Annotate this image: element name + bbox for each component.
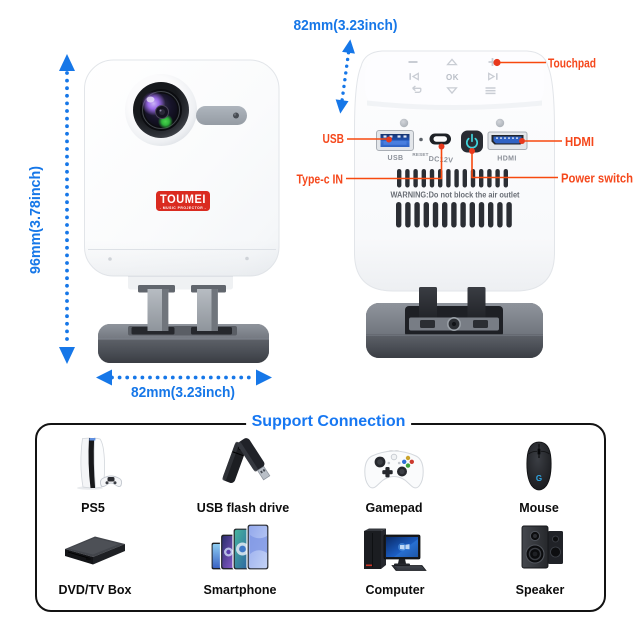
smartphone-icon: [210, 523, 270, 571]
dimension-annotations: 96mm(3.78inch) 82mm(3.23inch) 82mm(3.23i…: [28, 17, 398, 401]
arrowhead-down-icon: [335, 99, 349, 114]
callout-dot: [386, 136, 392, 143]
usb-flash-drive-icon: [222, 438, 271, 483]
reset-hole: [419, 137, 423, 142]
device-cell-smartphone: Smartphone: [165, 521, 315, 597]
brand-badge: TOUMEI - MUSIC PROJECTOR -: [156, 191, 210, 211]
hdmi-callout-label: HDMI: [565, 135, 594, 149]
touchpad-callout-label: Touchpad: [548, 57, 596, 71]
dvd-tv-box-icon: [65, 536, 125, 565]
callout-dot: [438, 143, 445, 150]
power-button: [461, 130, 483, 153]
ir-sensor: [196, 106, 247, 125]
height-dimension-label: 96mm(3.78inch): [28, 166, 44, 274]
device-label: Gamepad: [365, 501, 423, 515]
callout-power: Power switch: [469, 148, 633, 186]
air-vents-bottom: [396, 202, 512, 228]
callout-dot: [519, 138, 525, 144]
projector-lens: [125, 74, 197, 146]
device-cell-computer: Computer: [320, 521, 470, 597]
device-label: DVD/TV Box: [58, 583, 132, 597]
computer-icon: [364, 528, 427, 571]
width-dimension: 82mm(3.23inch): [96, 369, 272, 401]
device-cell-mouse: G Mouse: [464, 436, 614, 515]
stand-strap: [467, 287, 486, 323]
device-label: Computer: [365, 583, 425, 597]
callout-usb: USB: [323, 132, 392, 146]
power-icon: [466, 137, 478, 149]
screw: [399, 118, 409, 128]
usb-callout-label: USB: [323, 132, 345, 146]
brand-subtitle: - MUSIC PROJECTOR -: [160, 206, 207, 210]
usb-port: [376, 130, 414, 151]
warning-text: WARNING:Do not block the air outlet: [391, 191, 520, 200]
arrowhead-down-icon: [59, 347, 75, 364]
depth-dimension: 82mm(3.23inch): [294, 17, 398, 114]
device-cell-dvd-tv-box: DVD/TV Box: [20, 521, 170, 597]
device-cell-speaker: Speaker: [465, 521, 615, 597]
back-icon: [411, 72, 419, 81]
support-connection-panel: Support Connection PS5: [35, 413, 606, 612]
power-callout-label: Power switch: [561, 172, 633, 186]
device-label: USB flash drive: [196, 501, 290, 515]
callout-touchpad: Touchpad: [493, 57, 596, 71]
callout-dot: [469, 148, 475, 154]
projector-top-face: [365, 54, 544, 110]
screw: [495, 118, 505, 128]
ok-button-label: OK: [446, 73, 459, 82]
device-label: Mouse: [519, 501, 559, 515]
arrowhead-up-icon: [59, 54, 75, 71]
callout-dot: [493, 58, 501, 67]
projector-front-view: TOUMEI - MUSIC PROJECTOR -: [84, 59, 280, 363]
touchpad: [408, 58, 498, 95]
device-cell-ps5: PS5: [18, 436, 168, 515]
gamepad-icon: [364, 450, 424, 489]
depth-dimension-label: 82mm(3.23inch): [294, 17, 398, 34]
width-dimension-label: 82mm(3.23inch): [131, 384, 235, 401]
port-row: [376, 130, 528, 153]
g-logo: G: [536, 474, 542, 483]
arrowhead-up-icon: [342, 39, 355, 54]
arrowhead-right-icon: [256, 369, 272, 386]
menu-icon: [485, 87, 496, 95]
stand-strap: [419, 287, 437, 323]
type-c-callout-label: Type-c IN: [297, 173, 344, 187]
device-label: Speaker: [515, 583, 565, 597]
brand-name: TOUMEI: [160, 194, 206, 206]
arrowhead-left-icon: [96, 369, 112, 386]
callout-hdmi: HDMI: [519, 135, 594, 149]
ps5-controller: [99, 475, 123, 488]
up-icon: [446, 58, 458, 66]
device-cell-usb-flash-drive: USB flash drive: [168, 436, 318, 515]
height-dimension: 96mm(3.78inch): [28, 54, 75, 364]
projector-front-stand: [98, 273, 269, 363]
hdmi-port-label: HDMI: [497, 156, 517, 163]
ps5-icon: [77, 437, 123, 490]
down-icon: [446, 87, 458, 95]
speaker-icon: [521, 525, 563, 569]
return-icon: [412, 85, 422, 93]
stand-leg: [197, 289, 218, 331]
usb-port-label: USB: [388, 155, 404, 162]
callout-annotations: Touchpad USB HDMI Type-c IN Power switch: [297, 57, 634, 187]
callout-type-c: Type-c IN: [297, 143, 445, 187]
support-connection-title: Support Connection: [245, 413, 412, 431]
type-c-port: [429, 133, 451, 145]
stand-leg: [147, 289, 169, 331]
reset-label: RESET: [412, 152, 428, 157]
play-icon: [488, 72, 496, 81]
projector-rear-view: OK: [354, 50, 555, 358]
device-label: Smartphone: [203, 583, 277, 597]
device-cell-gamepad: Gamepad: [319, 436, 469, 515]
device-label: PS5: [81, 501, 105, 515]
projector-scene: TOUMEI - MUSIC PROJECTOR -: [28, 17, 634, 401]
mouse-icon: G: [526, 441, 552, 491]
